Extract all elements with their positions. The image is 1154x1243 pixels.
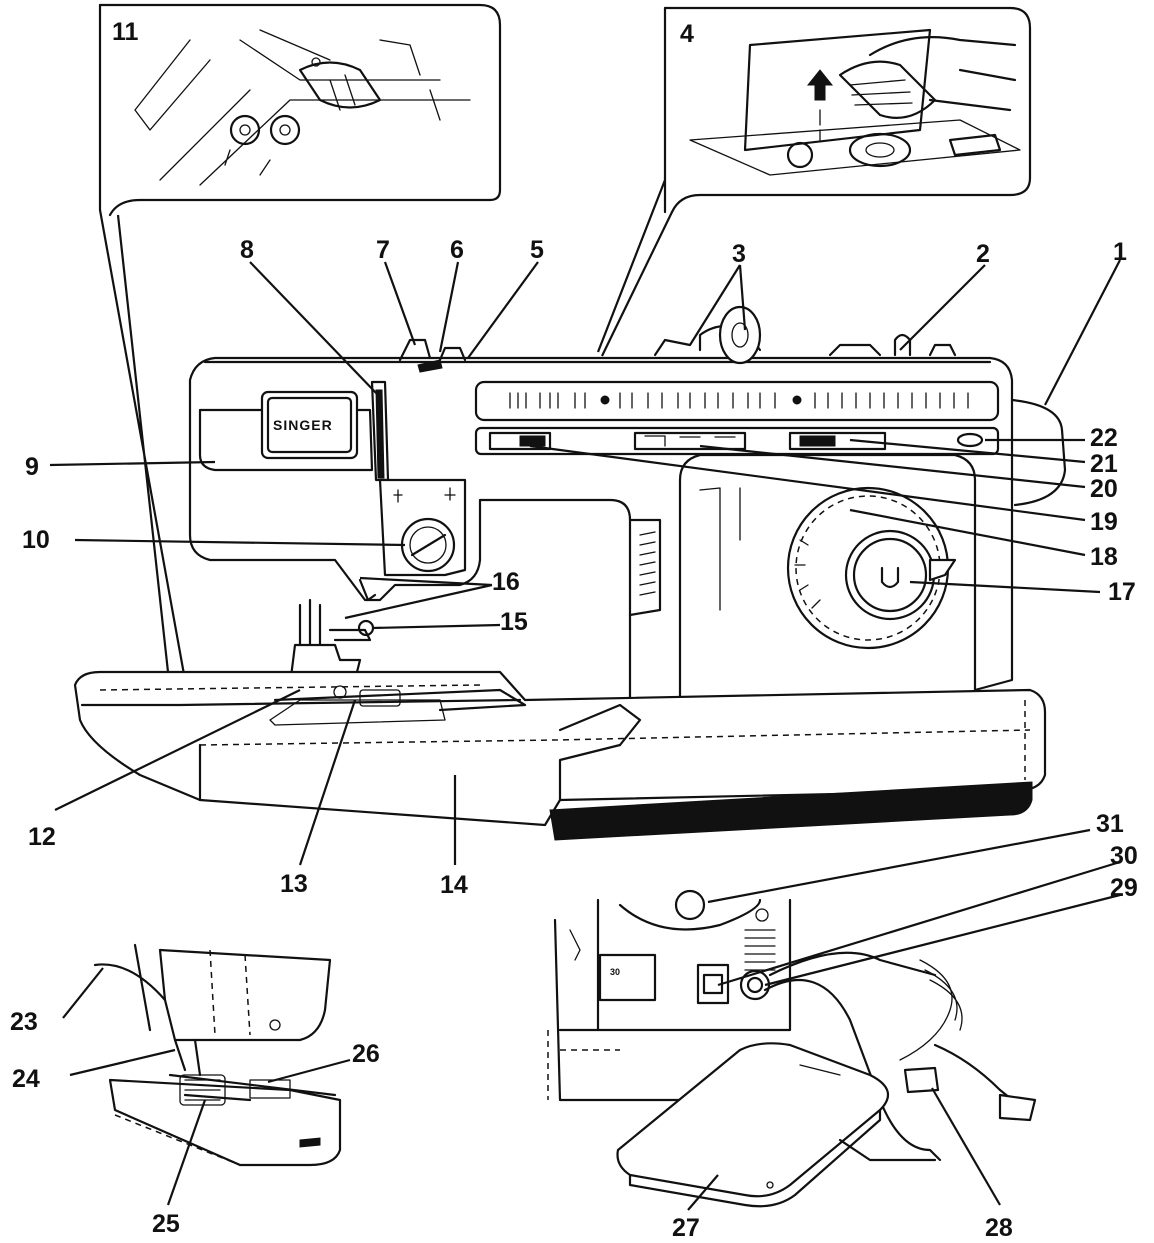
callout-label-23: 23: [10, 1008, 38, 1036]
callout-label-6: 6: [450, 236, 464, 264]
callout-label-8: 8: [240, 236, 254, 264]
callout-label-7: 7: [376, 236, 390, 264]
singer-logo: SINGER: [273, 417, 333, 433]
callout-label-3: 3: [732, 240, 746, 268]
callout-numbers: 1 2 3 5 6 7 8 9 10 12 13 14 15 16 17 18 …: [10, 236, 1138, 1242]
callout-label-25: 25: [152, 1210, 180, 1238]
callout-label-30: 30: [1110, 842, 1138, 870]
callout-label-4: 4: [680, 20, 694, 48]
callout-label-29: 29: [1110, 874, 1138, 902]
callout-label-24: 24: [12, 1065, 40, 1093]
callout-label-1: 1: [1113, 238, 1127, 266]
callout-label-26: 26: [352, 1040, 380, 1068]
callout-label-11: 11: [112, 18, 139, 46]
callout-label-16: 16: [492, 568, 520, 596]
callout-4-leader: [596, 179, 673, 357]
callout-label-5: 5: [530, 236, 544, 264]
callout-label-13: 13: [280, 870, 308, 898]
callout-label-19: 19: [1090, 508, 1118, 536]
callout-label-17: 17: [1108, 578, 1136, 606]
callout-label-9: 9: [25, 453, 39, 481]
callout-label-10: 10: [22, 526, 50, 554]
callout-label-14: 14: [440, 871, 468, 899]
free-arm-detail: [93, 943, 342, 1167]
inset-4-bobbin-cover: 4: [663, 6, 1032, 214]
callout-label-12: 12: [28, 823, 56, 851]
callout-label-21: 21: [1090, 450, 1118, 478]
foot-control-detail: 30: [547, 889, 1037, 1208]
callout-label-27: 27: [672, 1214, 700, 1242]
callout-label-18: 18: [1090, 543, 1118, 571]
callout-11-leader: [98, 209, 187, 681]
callout-leaders: [49, 259, 1121, 1211]
inset-11-bobbin-area: 11: [98, 3, 502, 217]
label-plate-text-1: 30: [610, 967, 620, 977]
callout-label-28: 28: [985, 1214, 1013, 1242]
callout-label-2: 2: [976, 240, 990, 268]
callout-label-22: 22: [1090, 424, 1118, 452]
main-machine: SINGER: [73, 305, 1067, 841]
callout-label-31: 31: [1096, 810, 1124, 838]
callout-label-15: 15: [500, 608, 528, 636]
callout-label-20: 20: [1090, 475, 1118, 503]
